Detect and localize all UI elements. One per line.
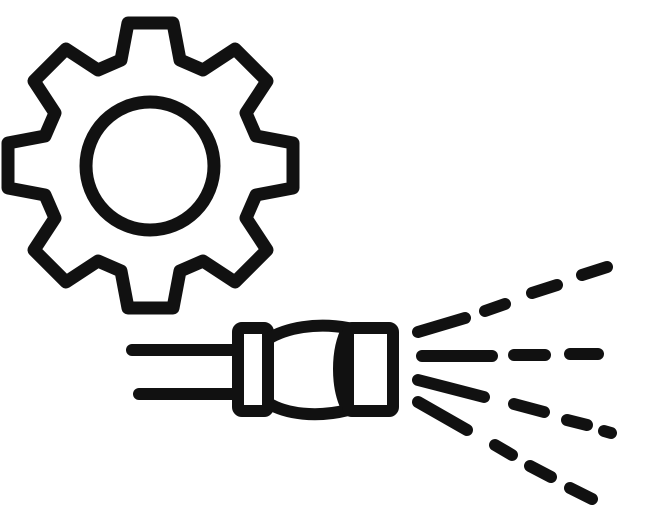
spray-dash bbox=[412, 396, 473, 436]
spray-dash bbox=[508, 398, 550, 418]
spray-dash bbox=[479, 298, 511, 317]
spray-nozzle-icon bbox=[126, 261, 617, 505]
spray-dash bbox=[561, 414, 593, 431]
nozzle-collar-right bbox=[342, 322, 399, 417]
spray-dash bbox=[564, 482, 598, 505]
gear-icon bbox=[1, 16, 300, 315]
spray-dash bbox=[412, 312, 471, 338]
spray-dash bbox=[526, 279, 563, 299]
spray-dash bbox=[412, 374, 490, 403]
gear-hole bbox=[79, 95, 221, 237]
spray-dash bbox=[489, 439, 518, 461]
spray-dash bbox=[524, 460, 557, 483]
gear-outline bbox=[1, 16, 300, 315]
spray-dash bbox=[598, 425, 617, 439]
spray-dash bbox=[576, 261, 613, 281]
nozzle-body bbox=[262, 319, 354, 421]
